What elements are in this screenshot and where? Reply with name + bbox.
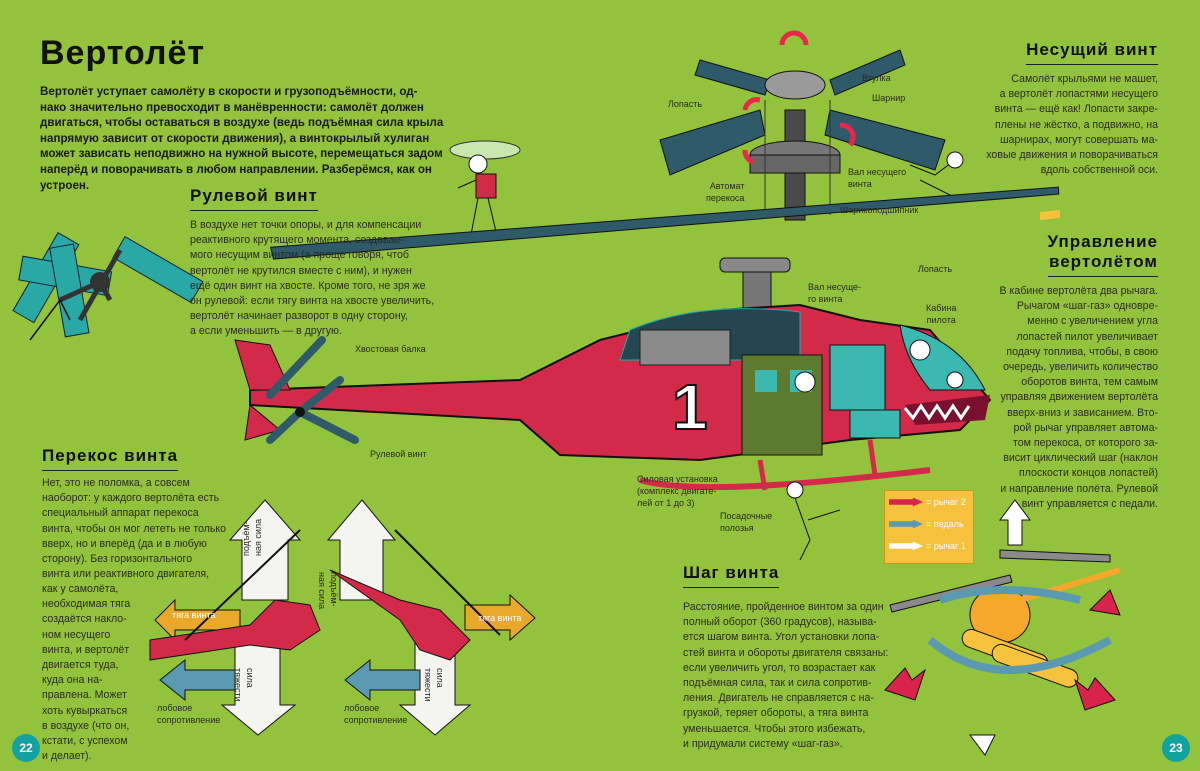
pitch-text: Расстояние, пройденное винтом за один по… [683, 601, 889, 750]
label-skids: Посадочные полозья [720, 511, 773, 533]
page-title: Вертолёт [40, 34, 206, 72]
intro-text: Вертолёт уступает самолёту в скорости и … [40, 85, 444, 192]
swashplate-text-wide: Нет, это не поломка, а совсем наоборот: … [42, 477, 227, 581]
white-arrow-icon [889, 541, 923, 551]
yellow-helicopter-controls [884, 499, 1121, 756]
main-rotor-text: Самолёт крыльями не машет, а вертолёт ло… [986, 73, 1158, 177]
label-gravity-right: сила тяжести [423, 668, 445, 702]
legend-item: = рычаг 2 [885, 491, 973, 513]
main-rotor-diagram [659, 30, 981, 221]
label-bearing: Шарикоподшипник [840, 205, 919, 215]
label-swashplate: Автомат перекоса [706, 181, 745, 203]
main-rotor-heading: Несущий винт [1026, 40, 1158, 65]
swashplate-heading: Перекос винта [42, 446, 179, 471]
label-lift-left: подъём- ная сила [241, 518, 263, 556]
force-diagram-left [149, 499, 321, 736]
label-powerplant: Силовая установка (комплекс двигате- лей… [637, 474, 718, 508]
tail-rotor-illustration [12, 231, 204, 341]
main-helicopter [234, 186, 1060, 561]
label-rotor-shaft: Вал несущего винта [848, 167, 907, 189]
legend-item: = рычаг 1 [885, 535, 973, 557]
label-thrust-right: тяга винта [478, 613, 522, 623]
label-hinge: Шарнир [872, 93, 906, 103]
label-rotor-blade: Лопасть [668, 99, 703, 109]
helicopter-number: 1 [671, 370, 709, 444]
blue-arrow-icon [889, 519, 923, 529]
label-tail-rotor: Рулевой винт [370, 449, 427, 459]
label-cockpit: Кабина пилота [926, 303, 957, 325]
force-diagram-right [326, 499, 536, 736]
pitch-heading: Шаг винта [683, 563, 780, 588]
legend-label: = рычаг 2 [926, 497, 966, 507]
tail-rotor-text: В воздухе нет точки опоры, и для компенс… [190, 219, 435, 338]
controls-legend: = рычаг 2 = педаль = рычаг 1 [884, 490, 974, 564]
legend-label: = рычаг 1 [926, 541, 966, 551]
label-hub: Втулка [862, 73, 891, 83]
stick-figure-propeller [449, 140, 521, 241]
label-main-blade: Лопасть [918, 264, 953, 274]
page-number-left: 22 [12, 734, 40, 762]
label-tail-boom: Хвостовая балка [355, 344, 426, 354]
tail-rotor-heading: Рулевой винт [190, 186, 318, 211]
label-lift-right: подъём- ная сила [317, 572, 339, 610]
label-gravity-left: сила тяжести [233, 668, 255, 702]
legend-item: = педаль [885, 513, 973, 535]
red-arrow-icon [889, 497, 923, 507]
control-heading: Управление вертолётом [1047, 232, 1158, 277]
label-main-shaft: Вал несуще- го винта [808, 282, 862, 304]
control-text: В кабине вертолёта два рычага. Рычагом «… [999, 285, 1158, 510]
legend-label: = педаль [926, 519, 964, 529]
label-drag-right: лобовое сопротивление [344, 703, 408, 725]
label-thrust-left: тяга винта [172, 610, 216, 620]
label-drag-left: лобовое сопротивление [157, 703, 221, 725]
swashplate-text-narrow: как у самолёта, необходимая тяга создаёт… [42, 583, 131, 763]
page-number-right: 23 [1162, 734, 1190, 762]
